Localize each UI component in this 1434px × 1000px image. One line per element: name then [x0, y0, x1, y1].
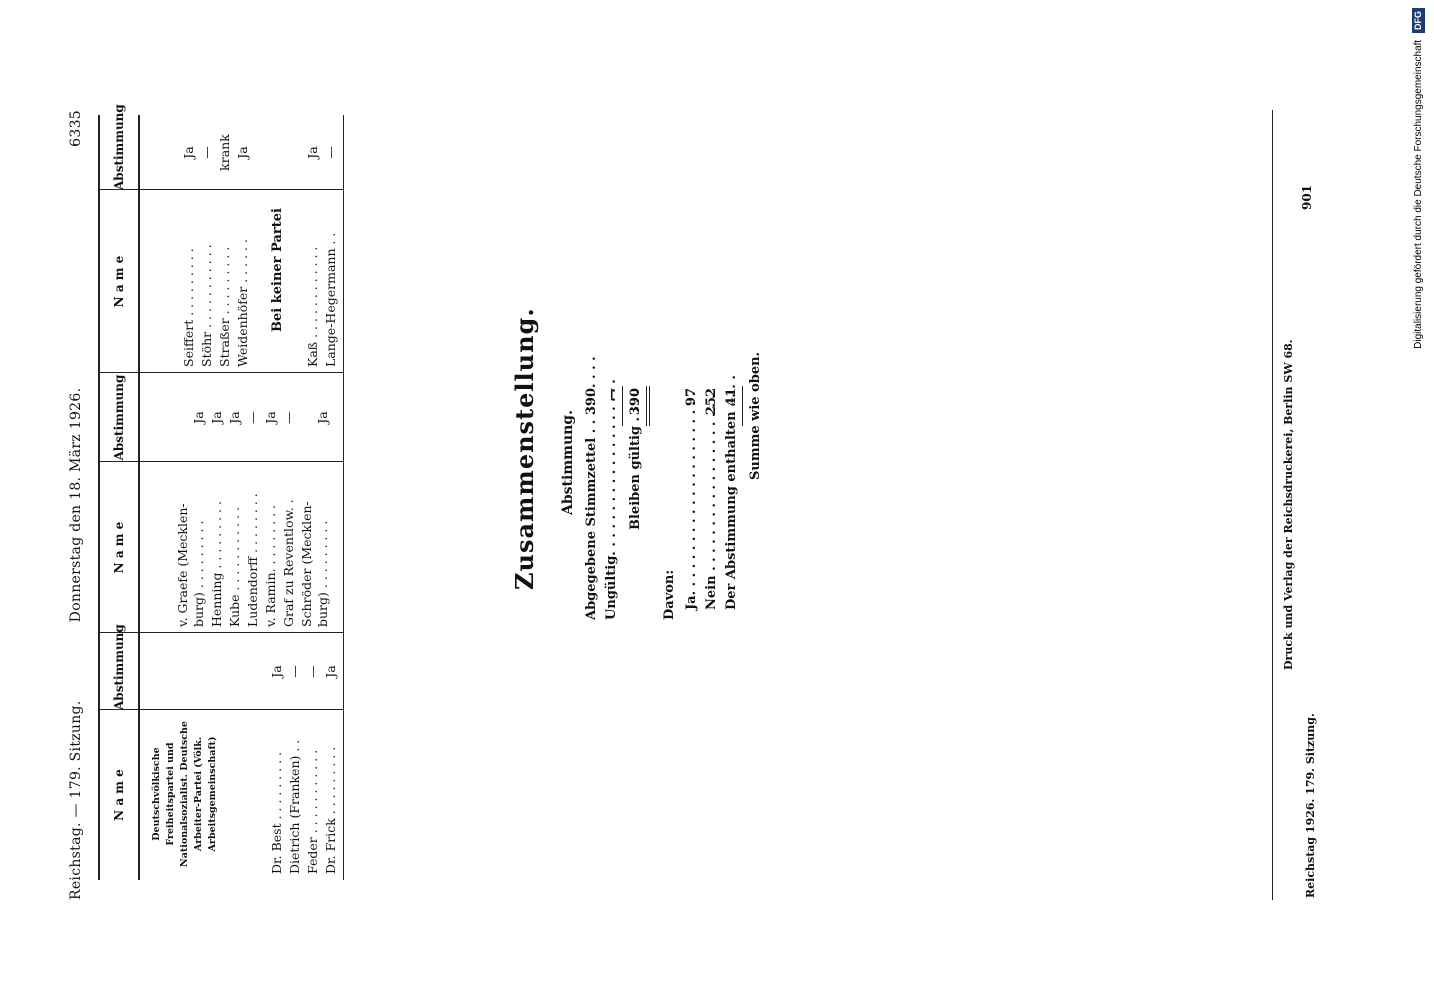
summary-nein-value: 252: [704, 388, 719, 416]
summary-davon-label: Davon:: [662, 569, 677, 620]
running-header: Reichstag. — 179. Sitzung. Donnerstag de…: [68, 110, 90, 900]
table-row-name: Dr. Frick . . . . . . . . .: [323, 746, 338, 874]
summary-gueltig-value: 390: [628, 388, 643, 416]
dfg-logo-icon: DFG: [1412, 8, 1425, 33]
table-row-vote: Ja: [235, 146, 250, 159]
table-row-vote: —: [281, 411, 296, 424]
table-row-name: Weidenhöfer . . . . . .: [235, 239, 250, 367]
table-row-vote: Ja: [209, 411, 224, 424]
table-row-name: Stöhr . . . . . . . . . . .: [199, 244, 214, 367]
table-row-vote: Ja: [227, 411, 242, 424]
table-row-vote: Ja: [263, 411, 278, 424]
table-row-name: burg) . . . . . . . . .: [191, 520, 206, 627]
table-row-name: Dietrich (Franken) . .: [287, 739, 302, 874]
table-top-rule: [98, 115, 100, 880]
table-row-name: Kube . . . . . . . . . . .: [227, 507, 242, 627]
table-row-vote: —: [245, 411, 260, 424]
summary-ungueltig-value: —: [604, 388, 619, 401]
table-head-rule: [138, 115, 140, 880]
sum-rule-3: [649, 386, 650, 426]
table-row-vote: —: [287, 665, 302, 678]
table-row-name: Feder . . . . . . . . . . .: [305, 749, 320, 874]
table-row-vote: —: [199, 146, 214, 159]
table-row-name: v. Graefe (Mecklen-: [175, 503, 190, 627]
table-row-vote: Ja: [323, 665, 338, 678]
dfg-credit: Digitalisierung gefördert durch die Deut…: [1408, 8, 1430, 398]
summary-title: Zusammenstellung.: [510, 307, 539, 590]
table-row-name: v. Ramin. . . . . . . . .: [263, 504, 278, 627]
table-row-name: Straßer . . . . . . . . .: [217, 246, 232, 367]
table-row-vote: Ja: [191, 411, 206, 424]
table-bottom-rule: [343, 115, 344, 880]
scanned-page: Reichstag. — 179. Sitzung. Donnerstag de…: [68, 104, 1317, 900]
page-number: 6335: [68, 110, 84, 147]
sum-rule-1: [622, 386, 623, 426]
credit-text: Digitalisierung gefördert durch die Deut…: [1413, 39, 1424, 349]
table-row-name: Seiffert . . . . . . . . .: [181, 248, 196, 367]
col1-vote-header: Abstimmung: [112, 624, 126, 710]
col1-name-header: N a m e: [112, 769, 126, 821]
table-row-name: Dr. Best . . . . . . . . .: [269, 751, 284, 874]
sum-rule-4: [742, 386, 743, 426]
footer-rule: [1272, 110, 1273, 900]
summary-enthalten-value: 41: [724, 388, 739, 407]
table-row-vote: —: [305, 665, 320, 678]
table-row-name: Kaß . . . . . . . . . . . .: [305, 246, 320, 367]
table-row-name: Henning . . . . . . . . .: [209, 501, 224, 627]
party-heading: Deutschvölkische Freiheitspartei und Nat…: [151, 721, 218, 867]
table-row-name: Graf zu Reventlow. .: [281, 499, 296, 627]
table-row-name: burg) . . . . . . . . .: [315, 520, 330, 627]
col3-name-header: N a m e: [112, 255, 126, 308]
table-row-vote: krank: [217, 134, 232, 171]
sum-rule-2: [646, 386, 647, 426]
summary-summe: Summe wie oben.: [748, 351, 763, 480]
table-row-name: Lange-Hegermann . .: [323, 232, 338, 367]
col2-name-header: N a m e: [112, 521, 126, 574]
col3-vote-header: Abstimmung: [112, 104, 126, 190]
table-row-name: Schröder (Mecklen-: [299, 501, 314, 627]
summary-abgegeben-value: 390: [584, 388, 599, 416]
table-row-vote: —: [323, 146, 338, 159]
table-row-vote: Ja: [181, 146, 196, 159]
table-row-vote: Ja: [269, 665, 284, 678]
col2-vote-header: Abstimmung: [112, 374, 126, 461]
summary-subtitle: Abstimmung.: [560, 410, 576, 515]
table-row-vote: Ja: [305, 146, 320, 159]
footer-printer: Druck und Verlag der Reichsdruckerei, Be…: [1282, 339, 1295, 670]
table-row-name: Ludendorff . . . . . . . .: [245, 493, 260, 627]
footer-number: 901: [1300, 184, 1314, 210]
header-date: Donnerstag den 18. März 1926.: [68, 387, 84, 623]
footer-left: Reichstag 1926. 179. Sitzung.: [1304, 713, 1317, 898]
no-party-heading: Bei keiner Partei: [270, 208, 285, 332]
table-row-vote: Ja: [315, 411, 330, 424]
summary-ja-value: 97: [684, 388, 699, 407]
